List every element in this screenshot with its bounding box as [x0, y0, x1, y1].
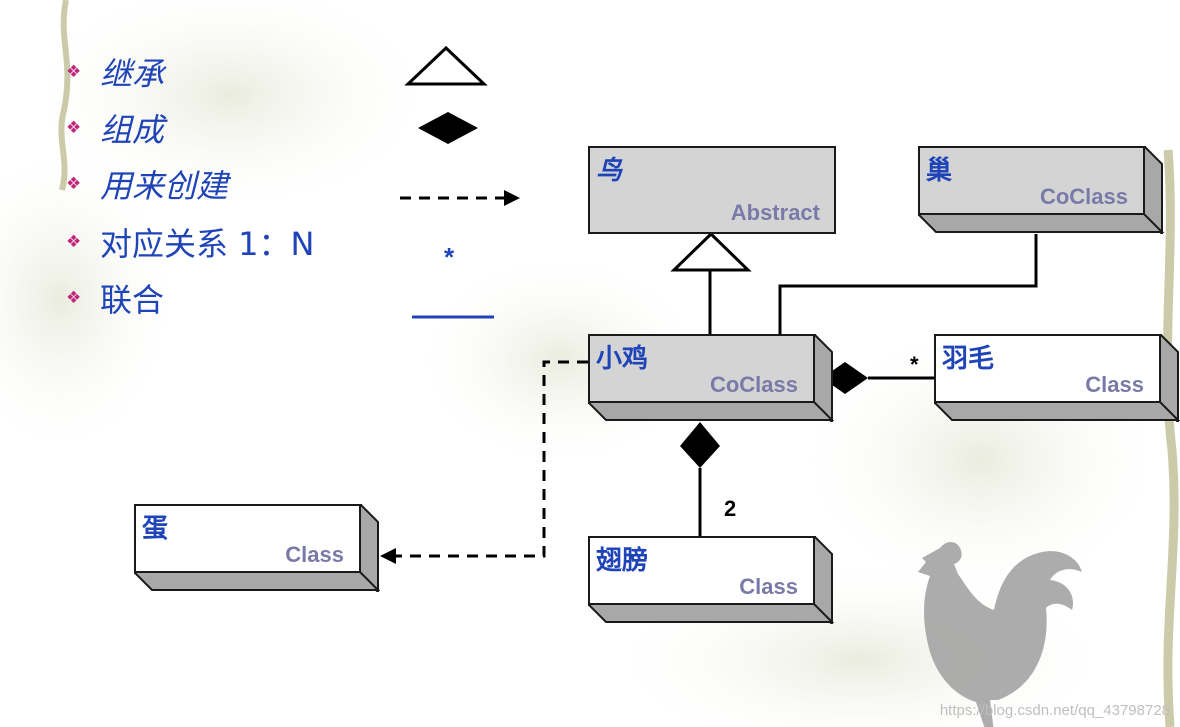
class-stereotype: Class [285, 542, 344, 567]
class-box-egg[interactable]: 蛋 Class [134, 504, 380, 592]
arrowhead-icon [380, 548, 396, 564]
class-name: 巢 [926, 156, 953, 186]
class-stereotype: Class [739, 574, 798, 599]
watermark: https://blog.csdn.net/qq_43798728 [939, 702, 1170, 719]
class-stereotype: CoClass [1039, 184, 1128, 209]
box-depth [588, 536, 834, 624]
class-box-feather[interactable]: 羽毛 Class [934, 334, 1180, 422]
bullet-icon: ❖ [66, 232, 82, 252]
asterisk-symbol: * [444, 242, 455, 272]
box-depth [134, 504, 380, 592]
class-name: 羽毛 [942, 344, 995, 374]
multiplicity-wing: 2 [724, 496, 737, 521]
box-depth [918, 146, 1164, 234]
class-box-nest[interactable]: 巢 CoClass [918, 146, 1164, 234]
multiplicity-feather: * [910, 352, 919, 377]
box-depth [588, 334, 834, 422]
class-name: 蛋 [142, 514, 169, 544]
arrowhead-icon [504, 190, 520, 206]
class-box-chick[interactable]: 小鸡 CoClass [588, 334, 834, 422]
bullet-icon: ❖ [66, 174, 82, 194]
legend-label: 继承 [100, 55, 165, 93]
class-name: 翅膀 [596, 546, 649, 576]
bullet-icon: ❖ [66, 288, 82, 308]
filled-diamond-icon [418, 112, 478, 144]
legend-item-composition: ❖ 组成 [66, 108, 165, 149]
composition-diamond-icon [822, 362, 868, 394]
class-stereotype: Abstract [730, 200, 820, 225]
association-line [778, 234, 1038, 334]
box-depth [934, 334, 1180, 422]
legend-label: 组成 [100, 111, 165, 149]
class-name: 鸟 [596, 156, 623, 186]
rooster-silhouette [918, 542, 1082, 727]
legend-label: 对应关系 1：N [100, 225, 315, 263]
legend-item-creates: ❖ 用来创建 [66, 164, 229, 205]
class-box-bird[interactable]: 鸟 Abstract [588, 146, 836, 234]
creates-dashed-line [396, 360, 588, 558]
legend-item-inheritance: ❖ 继承 [66, 52, 165, 93]
vine-left [58, 0, 71, 191]
class-stereotype: Class [1085, 372, 1144, 397]
legend-label: 用来创建 [100, 167, 229, 205]
hollow-triangle-icon [404, 45, 488, 86]
composition-diamond-icon [680, 422, 720, 468]
class-stereotype: CoClass [709, 372, 798, 397]
inheritance-triangle-icon [670, 231, 752, 272]
vine-right [1162, 149, 1179, 727]
legend-item-multiplicity: ❖ 对应关系 1：N [66, 222, 315, 263]
legend-item-association: ❖ 联合 [66, 278, 165, 319]
bullet-icon: ❖ [66, 118, 82, 138]
leaf-shape [20, 0, 440, 215]
legend-label: 联合 [100, 281, 165, 319]
class-name: 小鸡 [596, 344, 649, 374]
class-box-wing[interactable]: 翅膀 Class [588, 536, 834, 624]
bullet-icon: ❖ [66, 62, 82, 82]
leaf-shape [0, 140, 180, 460]
